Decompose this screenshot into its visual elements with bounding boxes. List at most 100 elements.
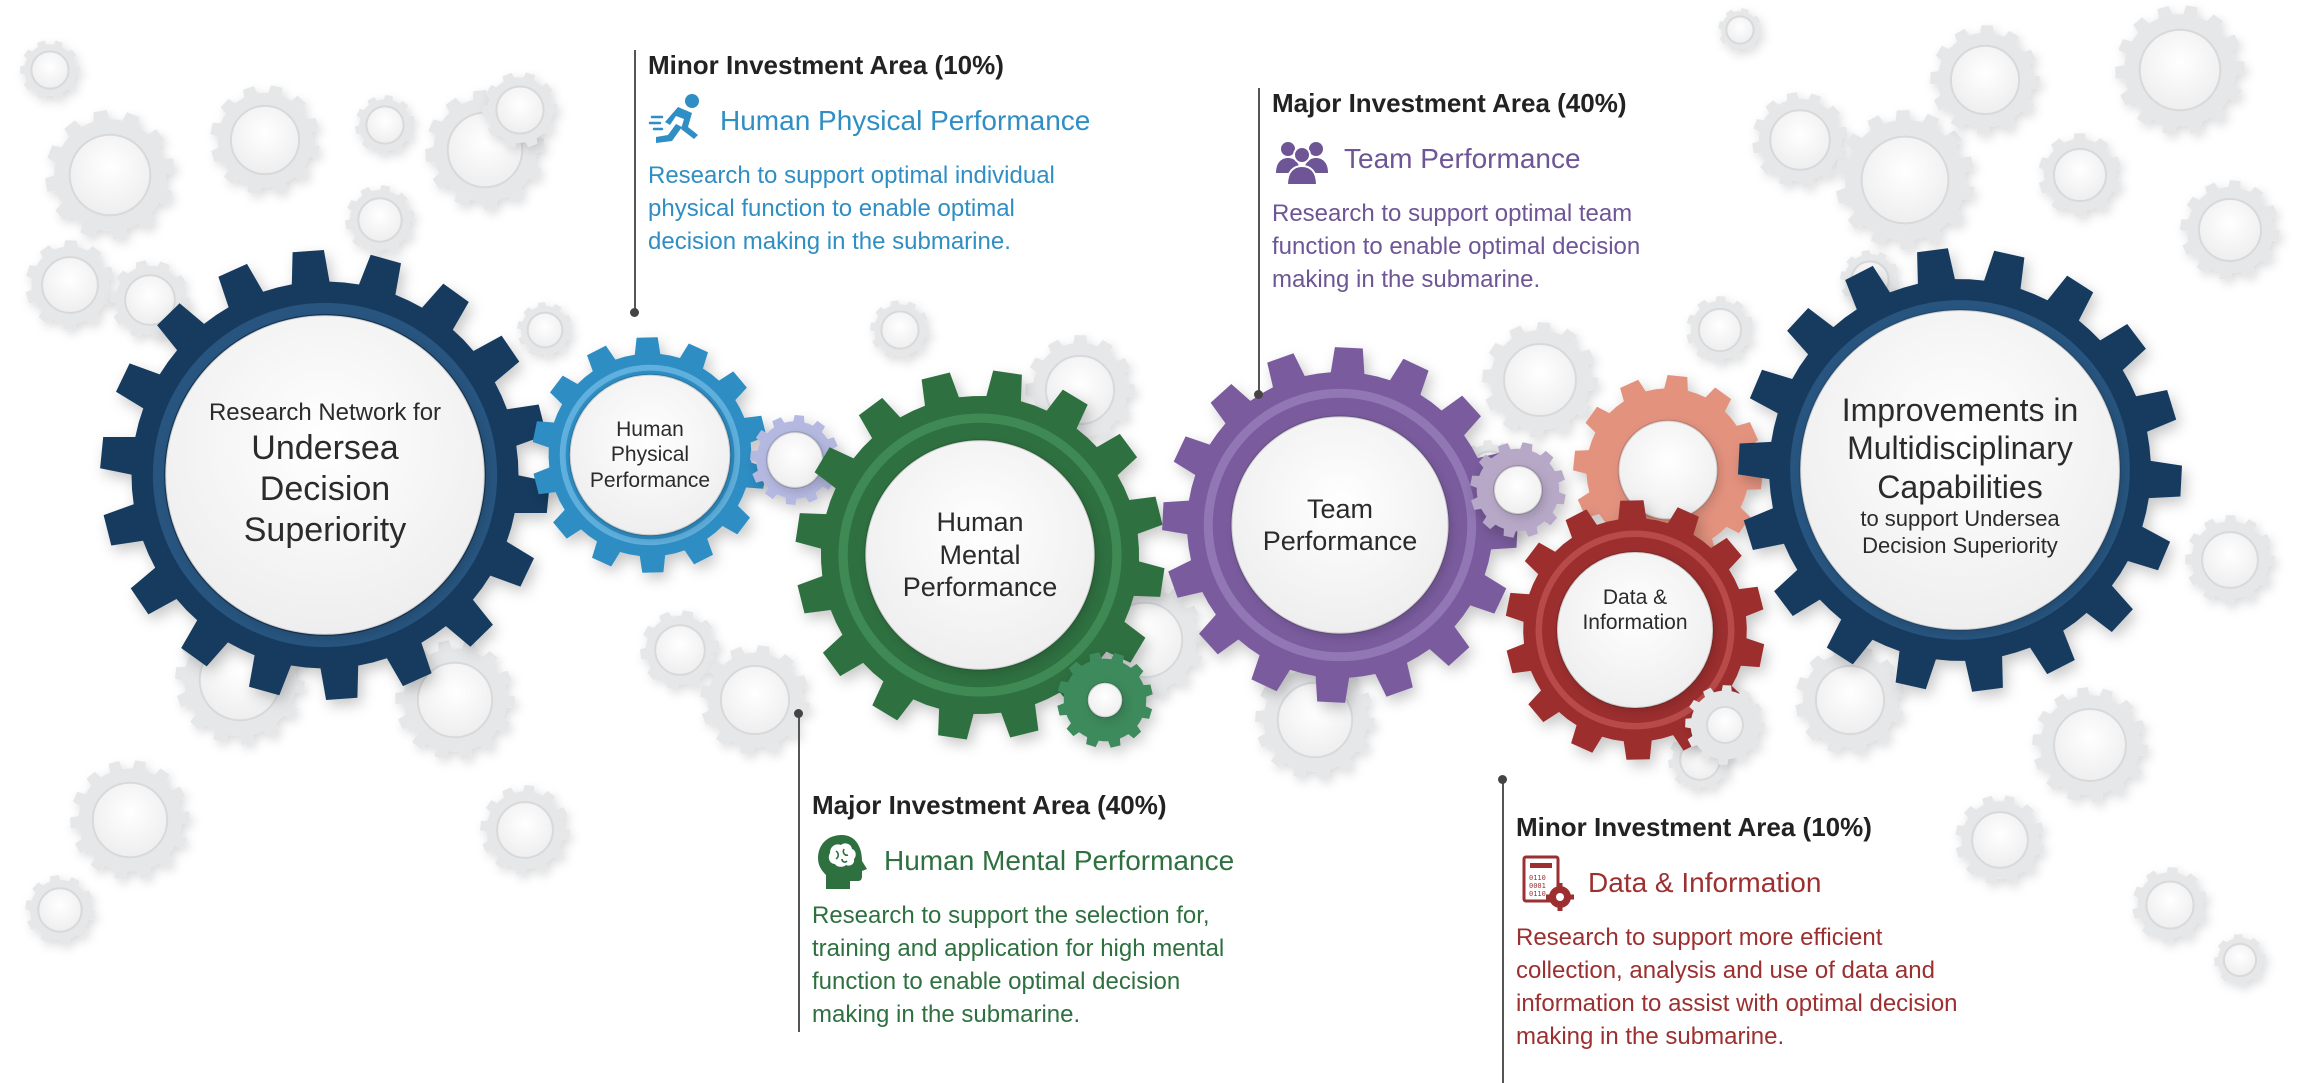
improvements-line5: Decision Superiority	[1862, 532, 2058, 558]
background-gear	[1835, 110, 1975, 250]
background-gear	[25, 240, 115, 330]
data-leader-line	[1502, 780, 1504, 1083]
physical-line1: Human	[616, 418, 684, 442]
research-network-line4: Superiority	[243, 510, 407, 549]
gear-physical-label: Human Physical Performance	[565, 395, 735, 515]
research-network-gear	[100, 250, 550, 700]
mental-line3: Performance	[902, 572, 1058, 603]
svg-text:0110: 0110	[1529, 890, 1546, 898]
background-gear	[355, 95, 415, 155]
background-gear	[45, 110, 175, 240]
data-information-gear	[1505, 500, 1765, 760]
callout-data-heading: Minor Investment Area (10%)	[1516, 812, 1872, 842]
callout-team-title: Team Performance	[1344, 143, 1581, 174]
physical-mental-link-gear	[750, 415, 840, 505]
team-leader-dot	[1254, 390, 1263, 399]
background-gear	[1955, 795, 2045, 885]
research-network-line3: Decision	[259, 470, 391, 508]
data-leader-dot	[1498, 775, 1507, 784]
main-gears	[100, 248, 2182, 765]
callout-physical-desc-line1: Research to support optimal individual	[648, 162, 1055, 189]
callout-physical-heading: Minor Investment Area (10%)	[648, 50, 1004, 80]
callout-data-desc-line2: collection, analysis and use of data and	[1516, 957, 1935, 985]
data-line2: Information	[1582, 611, 1688, 634]
callout-physical-desc-line2: physical function to enable optimal	[648, 195, 1015, 223]
callout-team-desc-line1: Research to support optimal team	[1272, 200, 1633, 227]
physical-leader-dot	[630, 308, 639, 317]
callout-mental: Major Investment Area (40%) Human Mental…	[812, 790, 1332, 1031]
mental-small-gear	[1057, 652, 1153, 748]
gear-mental-label: Human Mental Performance	[880, 485, 1080, 625]
background-gear	[1686, 296, 1754, 364]
research-network-line1: Research Network for	[208, 399, 442, 427]
background-gear	[1482, 322, 1598, 438]
background-gear	[345, 185, 415, 255]
gear-research-network-label: Research Network for Undersea Decision S…	[185, 370, 465, 580]
improvements-line3: Capabilities	[1877, 468, 2043, 505]
mental-performance-gear	[795, 370, 1165, 740]
team-line1: Team	[1306, 493, 1374, 524]
callout-data-desc-line4: making in the submarine.	[1516, 1023, 1785, 1051]
team-data-link-gear	[1470, 442, 1566, 538]
background-gear	[2038, 133, 2122, 217]
background-gear	[2185, 515, 2275, 605]
background-gear	[517, 302, 573, 358]
improvements-line4: to support Undersea	[1860, 506, 2060, 532]
callout-physical: Minor Investment Area (10%) Human Physic…	[648, 50, 1118, 258]
callout-mental-desc-line4: making in the submarine.	[812, 1001, 1081, 1029]
physical-leader-line	[634, 50, 636, 312]
callout-mental-heading: Major Investment Area (40%)	[812, 790, 1167, 820]
improvements-line1: Improvements in	[1841, 392, 2079, 429]
background-gear	[210, 85, 320, 195]
background-gear	[110, 260, 190, 340]
callout-mental-desc-line1: Research to support the selection for,	[812, 902, 1210, 929]
background-gear	[20, 40, 80, 100]
callout-data-title: Data & Information	[1588, 867, 1822, 898]
callout-team-desc-line3: making in the submarine.	[1272, 266, 1541, 294]
background-gear	[1718, 8, 1762, 52]
runner-icon	[648, 94, 699, 143]
improvements-line2: Multidisciplinary	[1847, 430, 2073, 467]
callout-physical-desc-line3: decision making in the submarine.	[648, 228, 1011, 256]
physical-performance-gear	[532, 337, 768, 573]
callout-mental-desc-line3: function to enable optimal decision	[812, 968, 1181, 996]
background-gear	[2115, 5, 2245, 135]
background-gear	[482, 72, 558, 148]
mental-line1: Human	[936, 507, 1024, 538]
background-gear	[25, 875, 95, 945]
svg-text:0001: 0001	[1529, 882, 1546, 890]
mental-line2: Mental	[939, 539, 1021, 570]
callout-team-heading: Major Investment Area (40%)	[1272, 88, 1627, 118]
background-gear	[2180, 180, 2280, 280]
callout-team: Major Investment Area (40%) Team Perform…	[1272, 88, 1742, 296]
gear-team-label: Team Performance	[1250, 475, 1430, 575]
background-gear	[1795, 645, 1905, 755]
group-icon	[1276, 142, 1328, 186]
background-gear	[640, 610, 720, 690]
team-leader-line	[1258, 88, 1260, 393]
callout-team-desc-line2: function to enable optimal decision	[1272, 233, 1641, 261]
mental-leader-line	[798, 714, 800, 1032]
background-gear	[1752, 92, 1848, 188]
data-document-icon: 0110 0001 0110	[1522, 855, 1574, 911]
callout-mental-desc-line2: training and application for high mental	[812, 935, 1225, 963]
background-gear	[2132, 867, 2208, 943]
mental-leader-dot	[794, 709, 803, 718]
team-line2: Performance	[1262, 526, 1418, 556]
improvements-gear	[1738, 248, 2182, 692]
background-gear	[70, 760, 190, 880]
brain-head-icon	[818, 835, 867, 889]
background-gear	[2032, 687, 2148, 803]
team-performance-gear	[1162, 347, 1518, 703]
background-gear	[700, 645, 810, 755]
gear-improvements-label: Improvements in Multidisciplinary Capabi…	[1800, 365, 2120, 585]
data-small-gear	[1685, 685, 1765, 765]
svg-text:0110: 0110	[1529, 874, 1546, 882]
physical-line3: Performance	[589, 468, 711, 492]
data-line1: Data &	[1602, 585, 1668, 609]
gear-data-label: Data & Information	[1560, 570, 1710, 650]
callout-physical-title: Human Physical Performance	[720, 105, 1091, 136]
background-gear	[2214, 934, 2266, 986]
physical-line2: Physical	[610, 443, 690, 467]
